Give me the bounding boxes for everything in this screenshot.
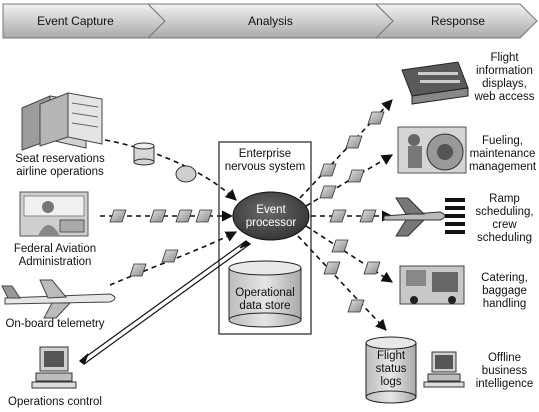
msg-envelope — [347, 299, 365, 313]
event-processor-node — [232, 191, 310, 241]
msg-envelope — [109, 209, 127, 223]
label-event-processor: Event processor — [245, 204, 297, 229]
phase-event-capture: Event Capture — [37, 14, 114, 28]
label-seat-reservations: Seat reservations airline operations — [15, 153, 105, 178]
mechanic-icon — [397, 126, 467, 174]
label-enterprise-nervous-system: Enterprise nervous system — [224, 148, 306, 173]
display-terminal-icon — [401, 61, 469, 105]
msg-envelope — [319, 185, 337, 199]
msg-envelope — [347, 169, 365, 183]
flow-processor-to-catering — [305, 225, 393, 283]
msg-envelope — [175, 209, 193, 223]
operational-data-store — [228, 260, 302, 328]
label-flight-information: Flight information displays, web access — [474, 52, 535, 103]
flight-status-logs-store — [365, 336, 417, 404]
aircraft-front-icon — [383, 197, 465, 237]
baggage-cart-icon — [399, 265, 465, 305]
msg-envelope — [345, 135, 363, 149]
offline-computer-icon — [423, 351, 465, 388]
server-rack-icon — [21, 92, 103, 151]
phase-response: Response — [430, 14, 486, 28]
msg-envelope — [319, 163, 337, 177]
phase-banner — [2, 3, 538, 39]
label-flight-status-logs: Flight status logs — [375, 350, 407, 388]
msg-envelope — [331, 239, 349, 253]
msg-envelope — [367, 111, 385, 125]
ops-control-link — [79, 240, 252, 365]
msg-envelope — [359, 209, 377, 223]
msg-envelope — [195, 209, 213, 223]
computer-workstation-icon — [31, 346, 77, 389]
msg-envelope — [161, 249, 179, 263]
label-faa: Federal Aviation Administration — [13, 243, 97, 268]
label-onboard-telemetry: On-board telemetry — [5, 318, 105, 330]
phase-analysis: Analysis — [248, 14, 293, 28]
msg-envelope — [149, 209, 167, 223]
airplane-icon — [1, 279, 116, 319]
msg-envelope — [363, 261, 381, 275]
queue-cylinder — [133, 142, 155, 166]
phase-chevron-response — [374, 3, 538, 39]
label-offline-bi: Offline business intelligence — [475, 352, 534, 390]
event-circle — [175, 165, 197, 183]
msg-envelope — [329, 209, 347, 223]
label-ramp-scheduling: Ramp scheduling, crew scheduling — [475, 193, 534, 244]
flow-seat-to-processor — [104, 139, 237, 201]
msg-envelope — [129, 263, 147, 277]
air-traffic-controller-icon — [19, 191, 89, 237]
flow-processor-to-logs — [297, 235, 387, 331]
label-operational-data-store: Operational data store — [235, 287, 295, 312]
label-fueling: Fueling, maintenance management — [468, 135, 537, 173]
label-catering: Catering, baggage handling — [481, 272, 528, 310]
msg-envelope — [323, 261, 341, 275]
label-operations-control: Operations control — [8, 396, 102, 408]
